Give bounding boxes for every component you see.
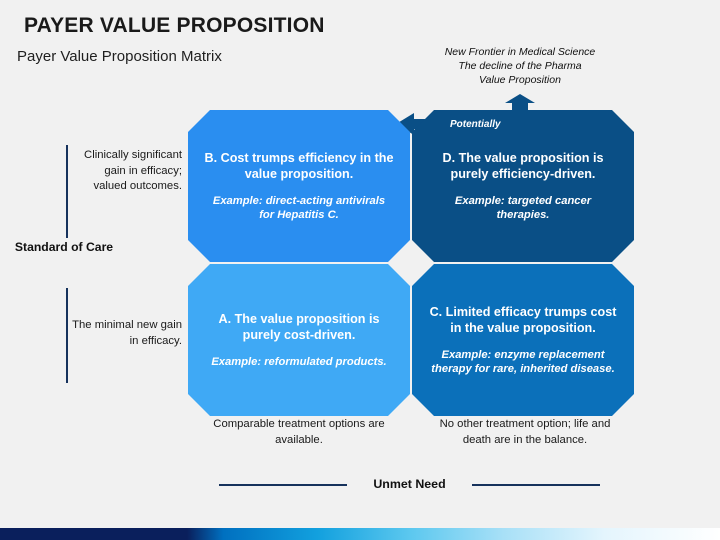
quadrant-a-heading: A. The value proposition is purely cost-…: [218, 311, 380, 343]
quadrant-b-example: Example: direct-acting antivirals for He…: [212, 194, 386, 221]
quadrant-c-example: Example: enzyme replacement therapy for …: [431, 348, 615, 375]
x-axis-line-left: [219, 484, 347, 486]
quadrant-c-heading: C. Limited efficacy trumps cost in the v…: [429, 304, 617, 336]
quadrant-a[interactable]: A. The value proposition is purely cost-…: [188, 264, 410, 416]
potentially-label: Potentially: [450, 119, 501, 130]
quadrant-d-heading: D. The value proposition is purely effic…: [442, 150, 604, 182]
x-axis-line-right: [472, 484, 600, 486]
top-annotation-line-3: Value Proposition: [479, 74, 561, 87]
y-axis-lower-description: The minimal new gain in efficacy.: [72, 319, 182, 347]
y-axis-label: Standard of Care: [14, 240, 114, 254]
page-subtitle: Payer Value Proposition Matrix: [17, 48, 222, 65]
y-axis-upper-description: Clinically significant gain in efficacy;…: [84, 149, 182, 193]
quadrant-d[interactable]: D. The value proposition is purely effic…: [412, 110, 634, 262]
x-axis-right-description: No other treatment option; life and deat…: [439, 418, 611, 446]
quadrant-a-example: Example: reformulated products.: [211, 355, 387, 368]
footer-gradient-bar: [0, 528, 720, 540]
quadrant-d-example: Example: targeted cancer therapies.: [454, 194, 592, 221]
top-annotation-line-2: The decline of the Pharma: [458, 60, 582, 73]
x-axis-label: Unmet Need: [373, 477, 446, 491]
quadrant-c[interactable]: C. Limited efficacy trumps cost in the v…: [412, 264, 634, 416]
quadrant-b-heading: B. Cost trumps efficiency in the value p…: [204, 150, 394, 182]
y-axis-line-upper: [66, 145, 68, 238]
x-axis-left-description: Comparable treatment options are availab…: [213, 418, 385, 446]
top-annotation-line-1: New Frontier in Medical Science: [444, 46, 596, 58]
y-axis-line-lower: [66, 288, 68, 383]
quadrant-b[interactable]: B. Cost trumps efficiency in the value p…: [188, 110, 410, 262]
page-title: PAYER VALUE PROPOSITION: [24, 14, 325, 37]
up-arrow-icon: [505, 94, 535, 110]
top-annotation: New Frontier in Medical Science The decl…: [420, 45, 620, 88]
